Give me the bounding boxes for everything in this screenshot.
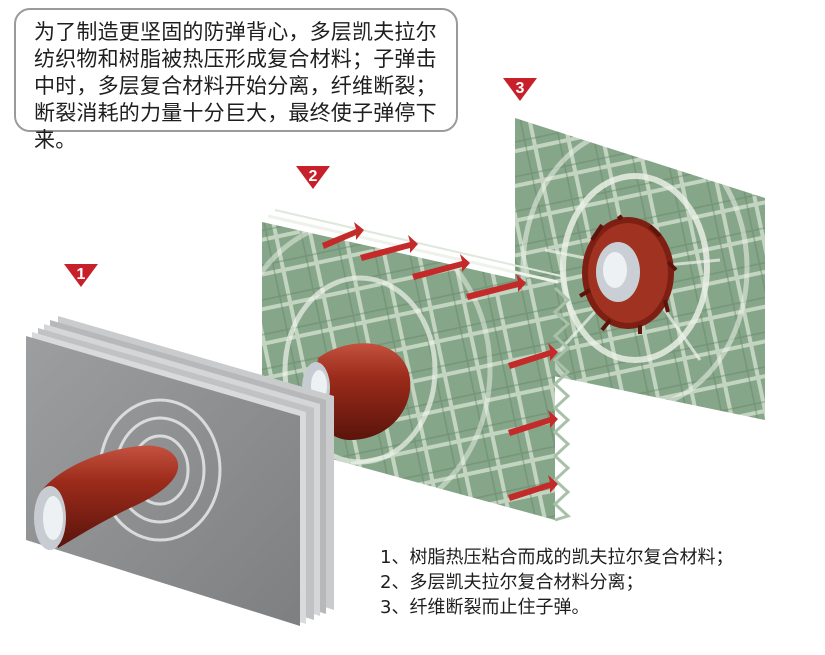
description-callout: 为了制造更坚固的防弹背心，多层凯夫拉尔纺织物和树脂被热压形成复合材料；子弹击中时… — [14, 8, 458, 152]
note-2: 2、多层凯夫拉尔复合材料分离； — [380, 572, 644, 593]
panel-2 — [262, 209, 571, 522]
bullet-mushroomed — [578, 214, 678, 334]
separation-arrows — [322, 222, 558, 501]
marker-2: 2 — [296, 166, 330, 189]
note-1: 1、树脂热压粘合而成的凯夫拉尔复合材料； — [380, 547, 734, 568]
marker-1-label: 1 — [77, 266, 86, 283]
panel-1 — [26, 316, 334, 626]
marker-3: 3 — [503, 78, 537, 101]
note-3: 3、纤维断裂而止住子弹。 — [380, 597, 590, 618]
marker-3-label: 3 — [516, 80, 525, 97]
bullet-deforming — [302, 343, 411, 440]
description-text: 为了制造更坚固的防弹背心，多层凯夫拉尔纺织物和树脂被热压形成复合材料；子弹击中时… — [34, 20, 437, 152]
marker-1: 1 — [64, 264, 98, 287]
legend-notes: 1、树脂热压粘合而成的凯夫拉尔复合材料； 2、多层凯夫拉尔复合材料分离； 3、纤… — [380, 545, 820, 620]
marker-2-label: 2 — [309, 168, 318, 185]
bullet-impact — [34, 445, 179, 550]
